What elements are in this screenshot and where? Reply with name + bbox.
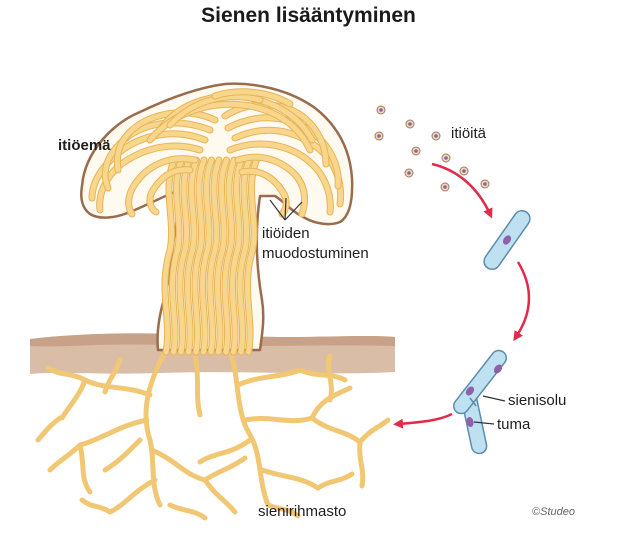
label-fruiting-body: itiöemä — [58, 137, 111, 154]
germinated-cell — [483, 209, 531, 271]
spores — [374, 105, 490, 192]
label-spore-formation-line2: muodostuminen — [262, 245, 369, 262]
arrow-to-mycelium — [393, 412, 453, 429]
branching-cells — [452, 349, 508, 455]
fruiting-body-hyphae — [88, 88, 345, 356]
nucleus-pointer — [473, 421, 495, 425]
copyright-credit: ©Studeo — [532, 506, 575, 518]
label-spores: itiöitä — [451, 125, 487, 142]
spore-formation-pointers — [269, 197, 303, 221]
lifecycle-arrows — [393, 162, 531, 429]
arrow-spores-to-cell — [431, 162, 493, 219]
fungal-cell-pointer — [482, 395, 506, 402]
arrow-cell-to-branching — [513, 261, 531, 342]
fruiting-body — [80, 82, 354, 356]
label-nucleus: tuma — [497, 416, 531, 433]
label-spore-formation-line1: itiöiden — [262, 225, 310, 242]
diagram-title: Sienen lisääntyminen — [201, 4, 416, 27]
mycelium-network — [35, 347, 391, 521]
label-fungal-cell: sienisolu — [508, 392, 567, 409]
label-mycelium: sienirihmasto — [258, 503, 347, 520]
